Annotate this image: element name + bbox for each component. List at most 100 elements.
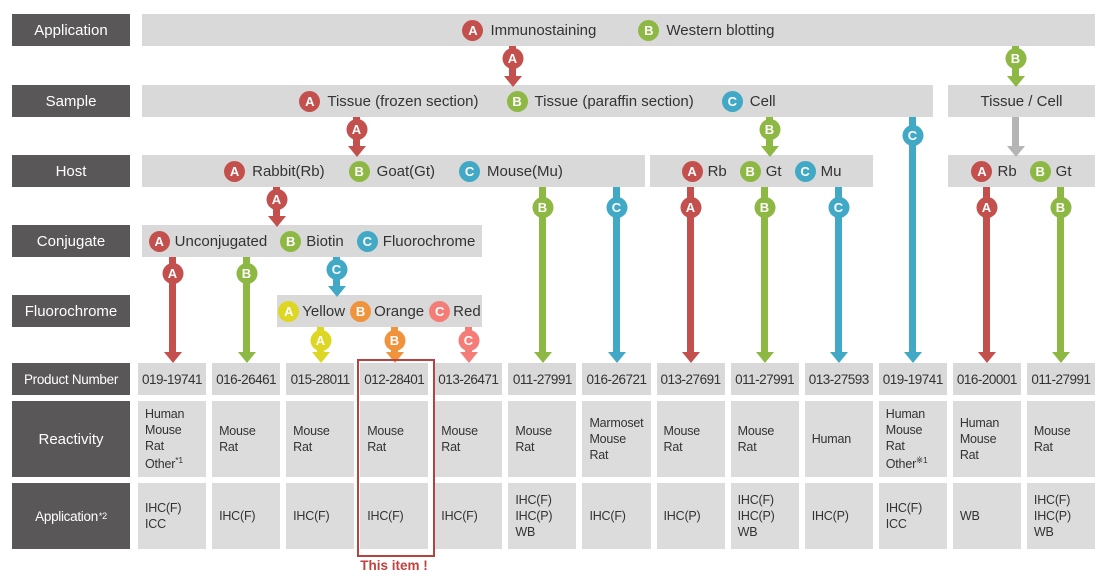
sample-option-cell: C Cell xyxy=(721,90,776,112)
badge-c-icon: C xyxy=(356,230,378,252)
arrowhead-down-icon xyxy=(1006,76,1025,87)
connector-sample-to-host2: B xyxy=(759,117,780,157)
badge-a-icon: A xyxy=(278,300,300,322)
badge-c-icon: C xyxy=(459,160,481,182)
badge-a-icon: A xyxy=(681,160,703,182)
reactivity-cell: Mouse Rat xyxy=(212,401,281,477)
host-option-gt: B Gt xyxy=(1029,160,1072,182)
arrowhead-down-icon xyxy=(311,352,330,363)
reactivity-cell: Human Mouse Rat xyxy=(952,401,1021,477)
badge-c-icon: C xyxy=(721,90,743,112)
reactivity-cell: Human Mouse Rat Other*1 xyxy=(138,401,207,477)
application-cell: IHC(F) IHC(P) WB xyxy=(508,483,577,549)
product-number-cell: 016-20001 xyxy=(952,363,1021,395)
application-cell-highlighted: IHC(F) xyxy=(360,483,429,549)
badge-a-icon: A xyxy=(502,48,523,69)
arrowhead-down-icon xyxy=(681,352,700,363)
application-cell: IHC(F) ICC xyxy=(138,483,207,549)
reactivity-cell: Marmoset Mouse Rat xyxy=(582,401,651,477)
badge-a-icon: A xyxy=(162,263,183,284)
product-number-cell-highlighted: 012-28401 xyxy=(360,363,429,395)
application-row: IHC(F) ICC IHC(F) IHC(F) IHC(F) IHC(F) I… xyxy=(138,483,1095,549)
row-label-fluorochrome: Fluorochrome xyxy=(12,295,130,327)
badge-b-icon: B xyxy=(739,160,761,182)
host-option-rb: A Rb xyxy=(681,160,727,182)
arrowhead-down-icon xyxy=(503,76,522,87)
badge-b-icon: B xyxy=(236,263,257,284)
connector-application-to-tissue-cell: B xyxy=(1005,46,1026,87)
product-number-cell: 011-27991 xyxy=(730,363,799,395)
arrowhead-down-icon xyxy=(163,352,182,363)
badge-a-icon: A xyxy=(148,230,170,252)
fluorochrome-option-orange: B Orange xyxy=(350,300,424,322)
reactivity-cell: Mouse Rat xyxy=(1026,401,1095,477)
connector-tissue-cell-to-host3 xyxy=(1006,117,1025,157)
connector-col-1: A xyxy=(162,257,183,363)
host-options-bar-3: A Rb B Gt xyxy=(948,155,1095,187)
application-cell: IHC(F) xyxy=(212,483,281,549)
arrowhead-down-icon xyxy=(459,352,478,363)
reactivity-cell: Human Mouse Rat Other※1 xyxy=(878,401,947,477)
connector-sample-to-host1: A xyxy=(346,117,367,157)
badge-c-icon: C xyxy=(458,330,479,351)
badge-c-icon: C xyxy=(326,259,347,280)
application-option-immunostaining: A Immunostaining xyxy=(462,19,596,41)
fluorochrome-option-red: C Red xyxy=(429,300,481,322)
product-number-cell: 013-27691 xyxy=(656,363,725,395)
badge-b-icon: B xyxy=(348,160,370,182)
fluorochrome-options-bar: A Yellow B Orange C Red xyxy=(277,295,482,327)
sample-option-tissue-frozen: A Tissue (frozen section) xyxy=(299,90,479,112)
connector-col-2: B xyxy=(236,257,257,363)
badge-c-icon: C xyxy=(429,300,451,322)
host-option-goat: B Goat(Gt) xyxy=(348,160,435,182)
application-cell: IHC(F) ICC xyxy=(878,483,947,549)
badge-a-icon: A xyxy=(976,197,997,218)
badge-a-icon: A xyxy=(299,90,321,112)
arrowhead-down-icon xyxy=(1006,146,1025,157)
badge-b-icon: B xyxy=(280,230,302,252)
badge-c-icon: C xyxy=(828,197,849,218)
arrowhead-down-icon xyxy=(903,352,922,363)
application-options-bar: A Immunostaining B Western blotting xyxy=(142,14,1095,46)
product-number-cell: 019-19741 xyxy=(138,363,207,395)
sample-tissue-cell-bar: Tissue / Cell xyxy=(948,85,1095,117)
fluorochrome-option-yellow: A Yellow xyxy=(278,300,345,322)
row-label-product-number: Product Number xyxy=(12,363,130,395)
application-cell: WB xyxy=(952,483,1021,549)
badge-b-icon: B xyxy=(384,330,405,351)
connector-col-7: C xyxy=(606,187,627,363)
host-option-gt: B Gt xyxy=(739,160,782,182)
arrowhead-down-icon xyxy=(755,352,774,363)
badge-b-icon: B xyxy=(1029,160,1051,182)
product-number-cell: 011-27991 xyxy=(508,363,577,395)
badge-b-icon: B xyxy=(638,19,660,41)
badge-a-icon: A xyxy=(680,197,701,218)
arrowhead-down-icon xyxy=(607,352,626,363)
badge-a-icon: A xyxy=(971,160,993,182)
arrowhead-down-icon xyxy=(237,352,256,363)
connector-col-3: A xyxy=(310,327,331,363)
arrowhead-down-icon xyxy=(267,216,286,227)
host-options-bar-2: A Rb B Gt C Mu xyxy=(650,155,873,187)
badge-c-icon: C xyxy=(794,160,816,182)
application-cell: IHC(F) IHC(P) WB xyxy=(730,483,799,549)
host-option-mu: C Mu xyxy=(794,160,841,182)
reactivity-row: Human Mouse Rat Other*1 Mouse Rat Mouse … xyxy=(138,401,1095,477)
badge-a-icon: A xyxy=(310,330,331,351)
reactivity-cell: Mouse Rat xyxy=(656,401,725,477)
badge-a-icon: A xyxy=(346,119,367,140)
application-cell: IHC(P) xyxy=(656,483,725,549)
sample-options-bar: A Tissue (frozen section) B Tissue (para… xyxy=(142,85,933,117)
product-number-cell: 016-26721 xyxy=(582,363,651,395)
reactivity-cell: Mouse Rat xyxy=(286,401,355,477)
connector-col-10: C xyxy=(828,187,849,363)
arrowhead-down-icon xyxy=(385,352,404,363)
reactivity-cell: Mouse Rat xyxy=(508,401,577,477)
host-option-rb: A Rb xyxy=(971,160,1017,182)
badge-c-icon: C xyxy=(902,125,923,146)
connector-col-5: C xyxy=(458,327,479,363)
badge-a-icon: A xyxy=(462,19,484,41)
application-cell: IHC(F) xyxy=(582,483,651,549)
connector-col-4: B xyxy=(384,327,405,363)
